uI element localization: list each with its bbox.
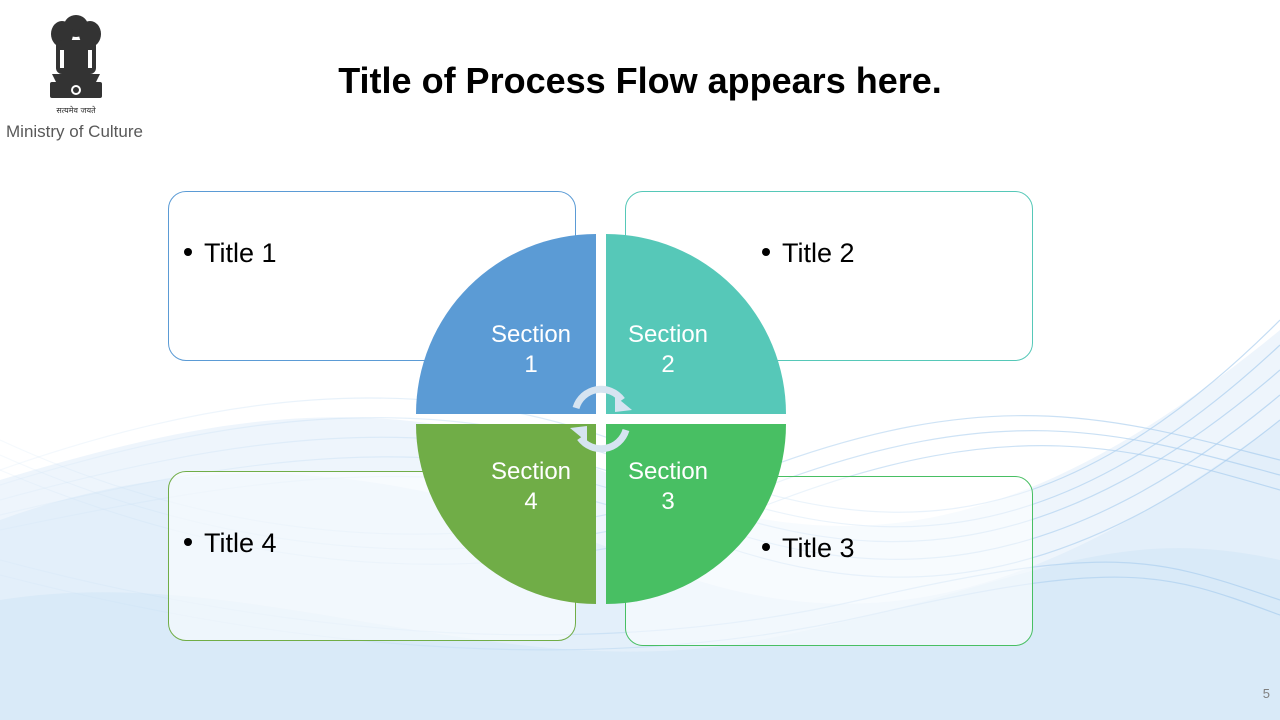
page-number: 5 — [1262, 686, 1270, 701]
state-emblem-logo: सत्यमेव जयते — [50, 15, 102, 115]
box-4-title: Title 4 — [204, 528, 277, 558]
svg-text:4: 4 — [524, 488, 537, 515]
section-3-number: 3 — [661, 488, 674, 515]
section-3-label: Section — [628, 458, 708, 485]
box-2-title: Title 2 — [782, 238, 855, 268]
box-2-bullet: Title 2 — [762, 238, 855, 269]
svg-text:2: 2 — [661, 351, 674, 378]
box-1-bullet: Title 1 — [184, 238, 277, 269]
section-1-label: Section — [491, 321, 571, 348]
quadrant-cycle-diagram: Section 1 Section 2 Section 3 Section 4 — [416, 234, 786, 604]
bullet-dot-icon — [762, 542, 770, 551]
section-4-label: Section — [491, 458, 571, 485]
svg-text:Section: Section — [491, 321, 571, 348]
bullet-dot-icon — [762, 247, 770, 256]
emblem-caption: सत्यमेव जयते — [56, 105, 96, 115]
box-4-bullet: Title 4 — [184, 528, 277, 559]
section-2-quadrant — [606, 234, 786, 414]
svg-text:Section: Section — [491, 458, 571, 485]
svg-text:3: 3 — [661, 488, 674, 515]
section-3-quadrant — [606, 424, 786, 604]
section-2-number: 2 — [661, 351, 674, 378]
bullet-dot-icon — [184, 247, 192, 256]
box-3-bullet: Title 3 — [762, 533, 855, 564]
svg-text:1: 1 — [524, 351, 537, 378]
svg-text:Section: Section — [628, 321, 708, 348]
section-1-quadrant — [416, 234, 596, 414]
ministry-label: Ministry of Culture — [6, 122, 143, 141]
box-3-title: Title 3 — [782, 533, 855, 563]
section-4-quadrant — [416, 424, 596, 604]
page-title: Title of Process Flow appears here. — [338, 60, 942, 101]
section-2-label: Section — [628, 321, 708, 348]
section-1-number: 1 — [524, 351, 537, 378]
box-1-title: Title 1 — [204, 238, 277, 268]
section-4-number: 4 — [524, 488, 537, 515]
cycle-arrows-icon — [572, 385, 630, 453]
svg-text:Section: Section — [628, 458, 708, 485]
bullet-dot-icon — [184, 537, 192, 546]
